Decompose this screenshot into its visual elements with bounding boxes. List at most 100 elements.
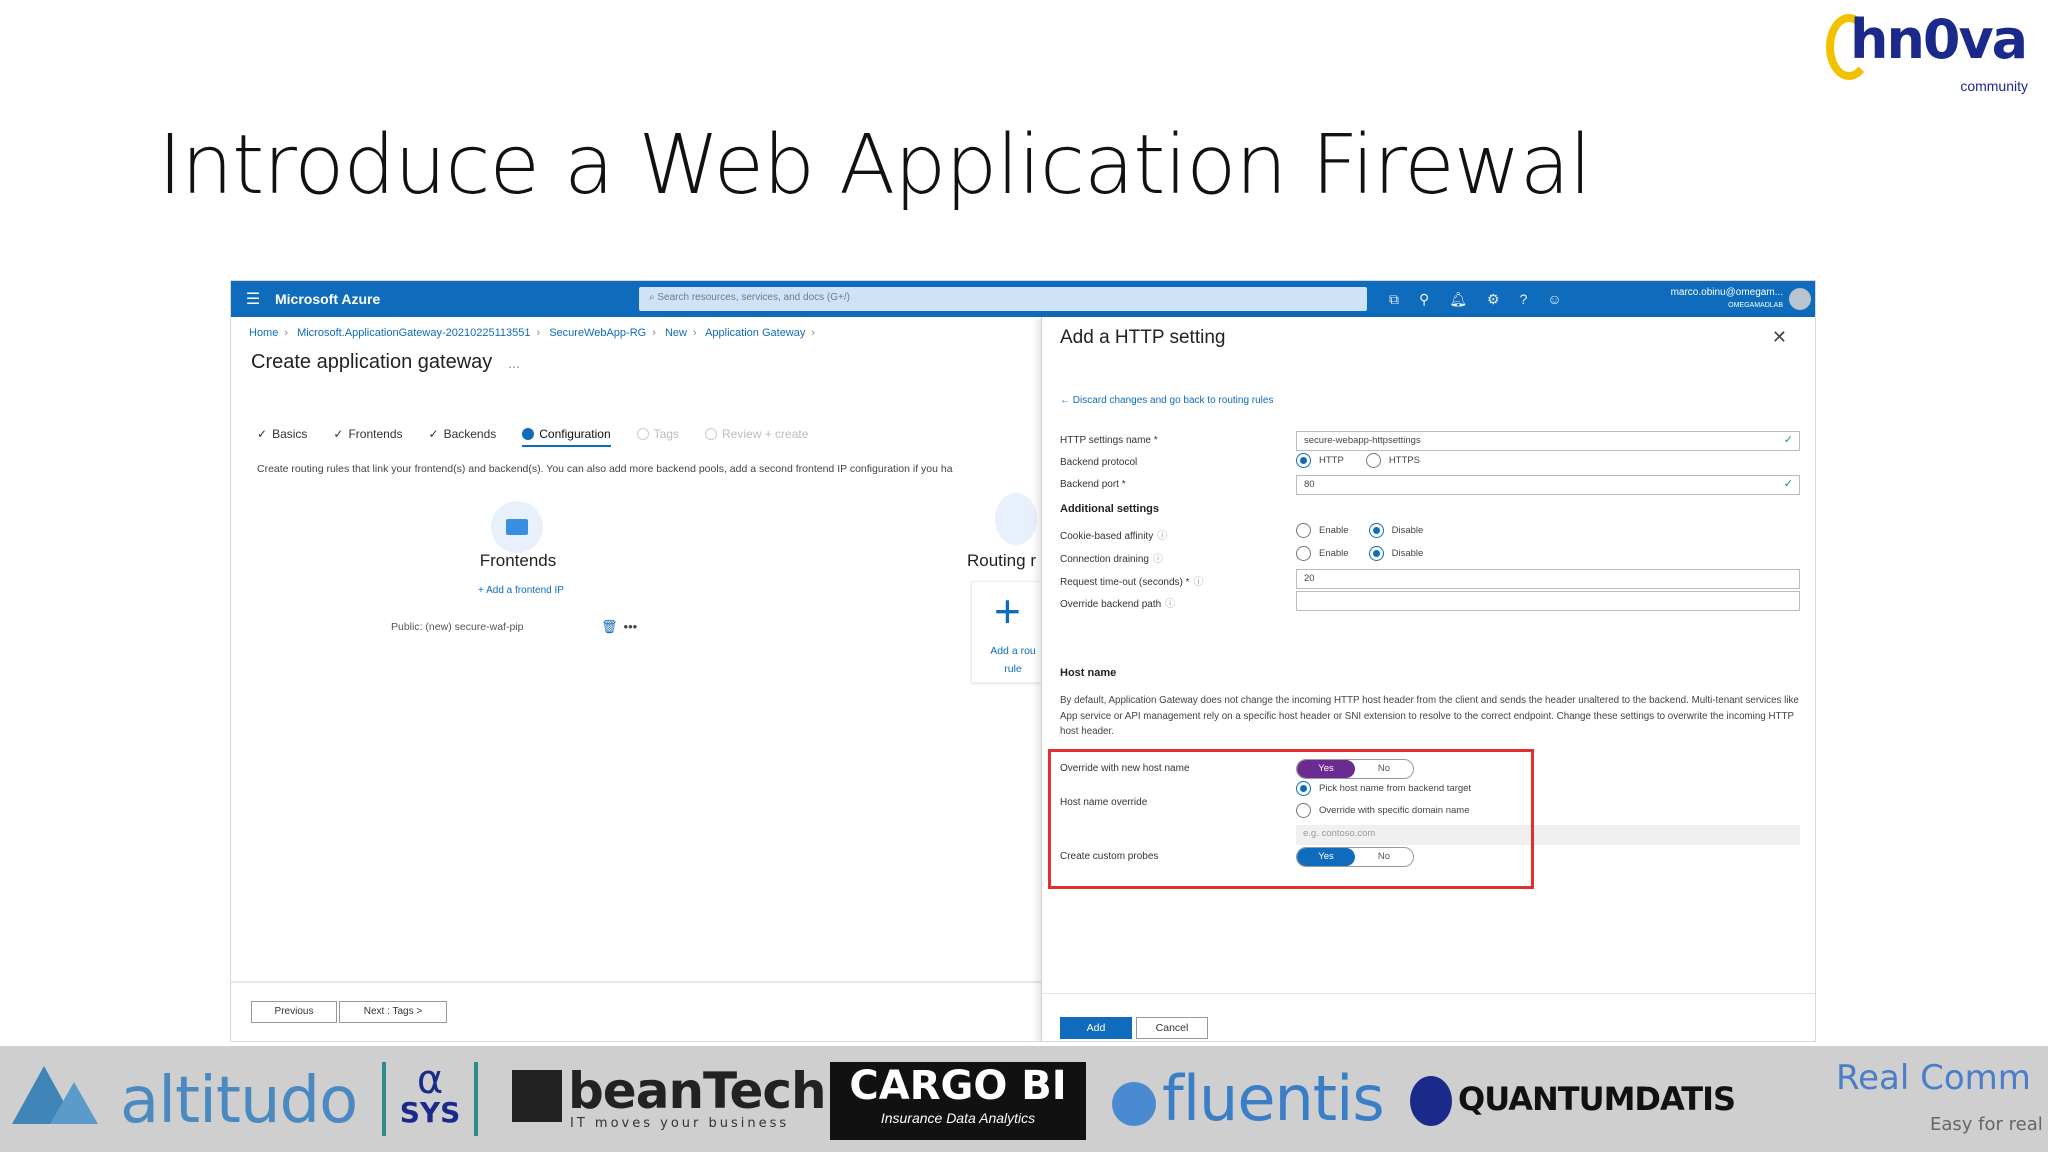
tab-frontends-label: Frontends [348, 427, 403, 441]
gear-icon[interactable]: ⚙ [1487, 290, 1500, 307]
quantumdatis-mark-icon [1410, 1076, 1452, 1126]
footer-divider [231, 981, 1041, 983]
info-icon[interactable]: ⓘ [1152, 554, 1163, 565]
custom-probes-no[interactable]: No [1377, 851, 1391, 862]
add-button[interactable]: Add [1060, 1017, 1132, 1039]
protocol-https-radio[interactable] [1365, 453, 1381, 468]
add-frontend-ip-link[interactable]: + Add a frontend IP [478, 585, 564, 596]
override-domain-option: Override with specific domain name [1296, 803, 1469, 818]
request-timeout-input[interactable]: 20 [1296, 569, 1800, 589]
hamburger-menu-icon[interactable]: ☰ [245, 291, 261, 308]
info-icon[interactable]: ⓘ [1193, 577, 1204, 588]
cookie-disable-label: Disable [1391, 525, 1424, 536]
avatar[interactable] [1789, 288, 1811, 310]
domain-name-input[interactable]: e.g. contoso.com [1296, 825, 1800, 845]
tab-backends-label: Backends [443, 427, 497, 441]
tab-basics[interactable]: ✓Basics [257, 427, 307, 447]
drain-enable-radio[interactable] [1296, 546, 1311, 561]
protocol-http-radio[interactable] [1296, 453, 1311, 468]
override-domain-label: Override with specific domain name [1319, 805, 1470, 816]
valid-check-icon: ✓ [1783, 478, 1793, 490]
close-icon[interactable]: ✕ [1771, 327, 1787, 347]
user-org: OMEGAMADLAB [1728, 302, 1783, 309]
breadcrumb-resource-group[interactable]: SecureWebApp-RG [549, 327, 647, 339]
sponsor-realcomm-tagline: Easy for real [1930, 1114, 2043, 1135]
custom-probes-yes[interactable]: Yes [1297, 848, 1355, 866]
innova-logo: hn0va community [1826, 8, 2036, 94]
tab-tags[interactable]: Tags [636, 427, 679, 447]
topbar-icons: ⧉ ⚲ 🔔︎ ⚙ ? ☺ [1389, 291, 1562, 308]
more-icon[interactable]: ••• [623, 619, 638, 634]
cookie-enable-radio[interactable] [1296, 523, 1311, 538]
backend-protocol-radios: HTTP HTTPS [1296, 453, 1420, 468]
tab-review-create[interactable]: Review + create [705, 427, 808, 447]
tab-review-label: Review + create [722, 427, 809, 441]
override-host-toggle[interactable]: Yes No [1296, 759, 1414, 779]
custom-probes-toggle[interactable]: Yes No [1296, 847, 1414, 867]
azure-portal-screenshot: ☰ Microsoft Azure ⌕ Search resources, se… [230, 280, 1816, 1042]
info-icon[interactable]: ⓘ [1165, 599, 1176, 610]
info-icon[interactable]: ⓘ [1157, 531, 1168, 542]
cookie-disable-radio[interactable] [1368, 523, 1384, 538]
http-settings-name-input[interactable]: secure-webapp-httpsettings✓ [1296, 431, 1800, 451]
azure-brand[interactable]: Microsoft Azure [275, 291, 381, 307]
pick-host-label: Pick host name from backend target [1319, 783, 1472, 794]
pick-host-radio[interactable] [1296, 781, 1311, 796]
sponsor-fluentis: fluentis [1162, 1062, 1385, 1135]
logo-ring-icon [1826, 14, 1872, 80]
tab-backends[interactable]: ✓ Backends [429, 427, 497, 447]
cookie-enable-label: Enable [1319, 525, 1349, 536]
override-host-yes[interactable]: Yes [1297, 760, 1355, 778]
backend-port-input[interactable]: 80 ✓ [1296, 475, 1800, 495]
fluentis-mark-icon [1112, 1082, 1156, 1126]
search-placeholder: Search resources, services, and docs (G+… [657, 292, 850, 303]
sponsor-beantech-tagline: IT moves your business [570, 1116, 790, 1131]
tab-configuration[interactable]: Configuration [522, 427, 611, 447]
discard-changes-link[interactable]: ← Discard changes and go back to routing… [1060, 395, 1274, 406]
add-http-setting-panel: Add a HTTP setting ✕ ← Discard changes a… [1041, 317, 1815, 1041]
feedback-icon[interactable]: ☺ [1547, 290, 1562, 307]
connection-draining-radios: Enable Disable [1296, 546, 1423, 561]
drain-disable-radio[interactable] [1368, 546, 1384, 561]
cookie-affinity-radios: Enable Disable [1296, 523, 1423, 538]
backend-port-value: 80 [1304, 479, 1315, 490]
breadcrumb-app-gateway[interactable]: Application Gateway [705, 327, 806, 339]
breadcrumb-deployment[interactable]: Microsoft.ApplicationGateway-20210225113… [297, 327, 531, 339]
more-options-icon[interactable]: ... [508, 355, 520, 371]
check-icon: ✓ [428, 427, 439, 441]
override-backend-path-input[interactable] [1296, 591, 1800, 611]
domain-placeholder: e.g. contoso.com [1303, 828, 1376, 839]
breadcrumb-new[interactable]: New [664, 327, 687, 339]
drain-enable-label: Enable [1319, 548, 1349, 559]
sponsor-realcomm: Real Comm [1836, 1058, 2031, 1098]
protocol-http-label: HTTP [1319, 455, 1344, 466]
override-domain-radio[interactable] [1296, 803, 1311, 818]
user-email: marco.obinu@omegam... [1670, 287, 1783, 298]
cancel-button[interactable]: Cancel [1136, 1017, 1208, 1039]
previous-button[interactable]: Previous [251, 1001, 337, 1023]
override-host-no[interactable]: No [1377, 763, 1391, 774]
override-backend-path-text: Override backend path [1060, 599, 1162, 610]
drain-disable-label: Disable [1391, 548, 1424, 559]
delete-icon[interactable]: 🗑︎ [601, 619, 618, 634]
add-routing-rule-label: Add a rou rule [978, 642, 1048, 678]
asys-alpha: α [416, 1057, 444, 1103]
azure-topbar: ☰ Microsoft Azure ⌕ Search resources, se… [231, 281, 1815, 317]
help-icon[interactable]: ? [1519, 290, 1528, 307]
tab-frontends[interactable]: ✓ Frontends [333, 427, 402, 447]
backend-protocol-label: Backend protocol [1060, 457, 1138, 468]
terminal-icon[interactable]: ⧉ [1389, 290, 1399, 307]
bell-icon[interactable]: 🔔︎ [1449, 290, 1468, 307]
cookie-affinity-text: Cookie-based affinity [1060, 531, 1154, 542]
sponsor-quantumdatis: QUANTUMDATIS [1458, 1080, 1736, 1118]
next-tags-button[interactable]: Next : Tags > [339, 1001, 447, 1023]
cargo-bi-name: CARGO BI [849, 1063, 1067, 1109]
breadcrumb-home[interactable]: Home [249, 327, 279, 339]
check-icon: ✓ [333, 427, 344, 441]
host-name-override-label: Host name override [1060, 797, 1148, 808]
user-account[interactable]: marco.obinu@omegam... OMEGAMADLAB [1671, 286, 1783, 312]
search-input[interactable]: ⌕ Search resources, services, and docs (… [639, 287, 1367, 311]
filter-icon[interactable]: ⚲ [1419, 290, 1430, 307]
highlight-box [1048, 749, 1534, 889]
